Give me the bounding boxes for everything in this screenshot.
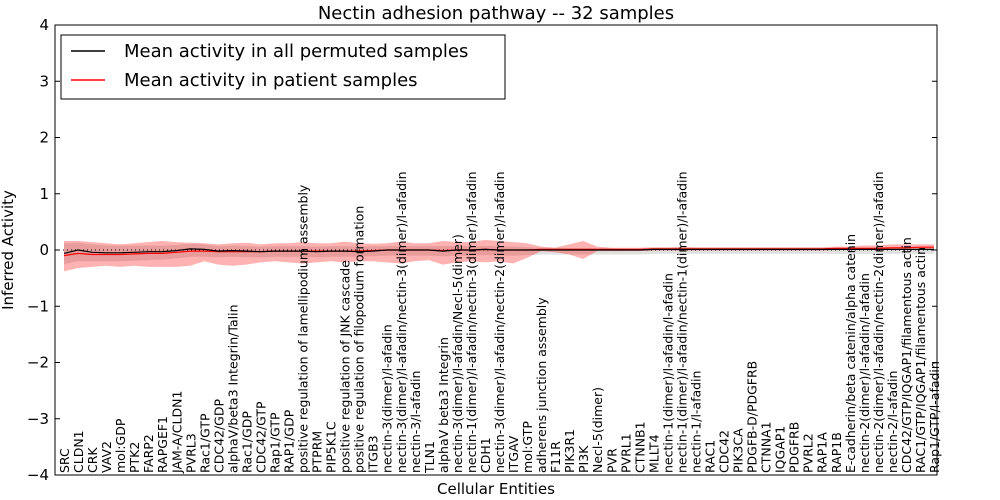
category-label: alphaV/beta3 Integrin/Talin xyxy=(225,305,240,474)
category-label: nectin-3/l-afadin xyxy=(408,371,423,474)
category-label: PI3K xyxy=(576,445,591,473)
y-tick-label: 1 xyxy=(39,185,49,203)
category-label: nectin-3(dimer)/l-afadin xyxy=(380,324,395,473)
legend-label: Mean activity in patient samples xyxy=(124,70,418,91)
category-label: PVRL2 xyxy=(801,433,816,473)
category-label: PVR xyxy=(604,448,619,473)
series-lines xyxy=(63,246,934,257)
category-label: nectin-1(dimer)/l-afadin/nectin-1(dimer)… xyxy=(674,171,689,473)
legend-label: Mean activity in all permuted samples xyxy=(124,41,468,62)
band-patient xyxy=(64,239,934,272)
y-tick-label: 4 xyxy=(39,16,49,34)
category-label: IQGAP1 xyxy=(773,426,788,473)
category-label: nectin-3(dimer)/l-afadin/nectin-3(dimer)… xyxy=(394,171,409,473)
category-label: MLLT4 xyxy=(646,434,661,473)
category-label: nectin-3(dimer)/l-afadin/nectin-2(dimer)… xyxy=(492,171,507,473)
category-label: mol:GTP xyxy=(520,421,535,473)
category-label: PVRL1 xyxy=(618,433,633,473)
y-tick-label: −4 xyxy=(27,466,49,484)
category-label: CDC42/GDP xyxy=(211,398,226,473)
chart-title: Nectin adhesion pathway -- 32 samples xyxy=(318,3,674,24)
category-label: PDGFRB xyxy=(787,422,802,473)
y-tick-label: −3 xyxy=(27,410,49,428)
category-label: adherens junction assembly xyxy=(534,297,549,473)
category-label: CDH1 xyxy=(478,437,493,473)
category-label: positive regulation of JNK cascade xyxy=(338,260,353,473)
y-axis-ticks: −4 −3 −2 −1 0 1 2 3 4 xyxy=(27,16,937,484)
y-axis-label: Inferred Activity xyxy=(0,190,17,310)
legend-box xyxy=(60,34,506,100)
category-label: E-cadherin/beta catenin/alpha catenin xyxy=(843,234,858,473)
category-label: nectin-2/l-afadin xyxy=(885,371,900,474)
y-tick-label: −1 xyxy=(27,297,49,315)
category-label: Rac1/GTP xyxy=(197,413,212,473)
category-label: ITGAV xyxy=(506,435,521,473)
category-label: PTPRM xyxy=(310,431,325,473)
x-axis-label: Cellular Entities xyxy=(437,480,555,498)
category-label: PIK3R1 xyxy=(562,429,577,473)
category-label: Rap1/GTP/l-afadin xyxy=(927,361,942,473)
band-permuted xyxy=(64,242,934,265)
y-tick-label: 3 xyxy=(39,72,49,90)
category-label: PIP5K1C xyxy=(324,421,339,473)
category-label: CDC42/GTP/IQGAP1/filamentous actin xyxy=(899,237,914,473)
category-label: nectin-1(dimer)/l-afadin/l-afadin xyxy=(660,273,675,473)
category-label: CTNNB1 xyxy=(632,421,647,473)
category-label: Necl-5(dimer) xyxy=(590,387,605,473)
category-label: nectin-2(dimer)/l-afadin/nectin-2(dimer)… xyxy=(871,171,886,473)
category-label: nectin-2(dimer)/l-afadin/l-afadin xyxy=(857,273,872,473)
category-label: SRC xyxy=(57,448,72,473)
y-tick-label: 0 xyxy=(39,241,49,259)
category-label: Rap1/GTP xyxy=(267,412,282,473)
category-label: F11R xyxy=(548,441,563,473)
category-label: TLN1 xyxy=(422,441,437,474)
category-label: PVRL3 xyxy=(183,433,198,473)
legend: Mean activity in all permuted samplesMea… xyxy=(60,34,506,100)
category-label: RAP1A xyxy=(815,432,830,473)
category-label: RAPGEF1 xyxy=(155,416,170,473)
confidence-bands xyxy=(64,239,934,272)
category-label: CLDN1 xyxy=(71,430,86,473)
category-label: PTK2 xyxy=(127,442,142,473)
category-label: RAC1/GTP/IQGAP1/filamentous actin xyxy=(913,247,928,473)
category-label: nectin-1(dimer)/l-afadin/nectin-3(dimer)… xyxy=(464,171,479,473)
category-label: RAP1B xyxy=(829,432,844,473)
category-label: RAP1/GDP xyxy=(282,409,297,473)
series-line-permuted xyxy=(63,248,934,254)
category-label: nectin-3(dimer)/l-afadin/Necl-5(dimer) xyxy=(450,234,465,473)
category-label: Rac1/GDP xyxy=(239,411,254,473)
category-label: CTNNA1 xyxy=(759,421,774,473)
category-label: positive regulation of filopodium format… xyxy=(352,206,367,473)
y-tick-label: −2 xyxy=(27,354,49,372)
category-label: CRK xyxy=(85,447,100,473)
category-label: JAM-A/CLDN1 xyxy=(169,391,184,474)
y-tick-label: 2 xyxy=(39,129,49,147)
category-label: mol:GDP xyxy=(113,418,128,473)
category-label: positive regulation of lamellipodium ass… xyxy=(296,184,311,473)
category-label: RAC1 xyxy=(702,440,717,473)
category-label: PDGFB-D/PDGFRB xyxy=(745,361,760,473)
category-label: PIK3CA xyxy=(731,428,746,473)
category-label: VAV2 xyxy=(99,441,114,473)
category-label: ITGB3 xyxy=(366,435,381,473)
category-label: alphaV beta3 Integrin xyxy=(436,337,451,473)
category-label: CDC42/GTP xyxy=(253,401,268,473)
category-label: CDC42 xyxy=(717,430,732,473)
category-label: FARP2 xyxy=(141,434,156,473)
category-label: nectin-1/l-afadin xyxy=(688,371,703,474)
